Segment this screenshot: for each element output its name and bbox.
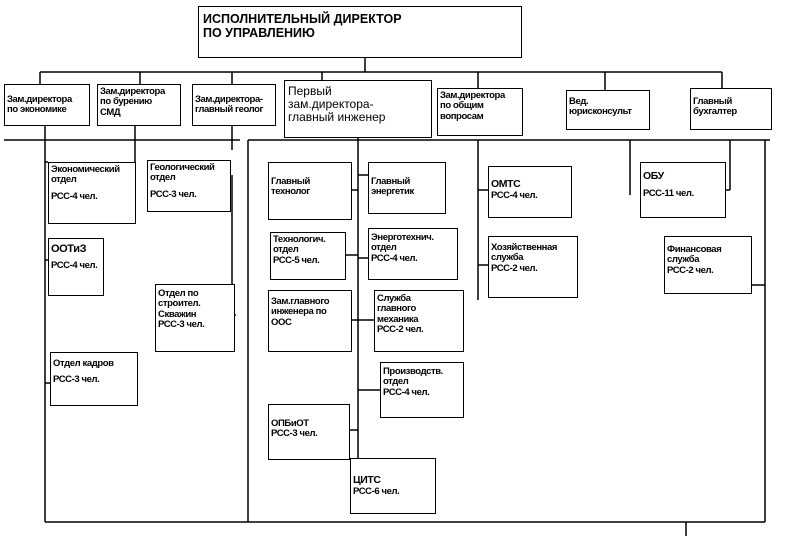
box-dep-econ-line-1: Зам.директора: [7, 94, 72, 105]
box-chief-tech-line-1: Главный: [271, 176, 310, 187]
box-wells: Отдел по строител. Скважин РСС-3 чел.: [155, 284, 235, 352]
box-mechanic-line-2: главного: [377, 303, 416, 315]
box-energy-dept-line-2: отдел: [371, 242, 397, 254]
box-dep-general: Зам.директора по общим вопросам: [437, 88, 523, 136]
box-ootiz: ООТиЗ РСС-4 чел.: [48, 238, 104, 296]
box-dep-drill-line-1: Зам.директора: [100, 86, 165, 97]
box-omts-line-1: ОМТС: [491, 178, 521, 190]
box-household-line-2: служба: [491, 252, 524, 264]
box-obu: ОБУ РСС-11 чел.: [640, 162, 726, 218]
box-obu-line-2: РСС-11 чел.: [643, 187, 694, 199]
box-first-dep-line-2: зам.директора-: [288, 97, 374, 112]
box-prod-dept: Производств. отдел РСС-4 чел.: [380, 362, 464, 418]
box-hr-line-1: Отдел кадров: [53, 358, 114, 369]
box-deputy-ooc-line-2: инженера по: [271, 306, 327, 318]
box-mechanic: Служба главного механика РСС-2 чел.: [374, 290, 464, 352]
box-opbiot-line-2: РСС-3 чел.: [271, 428, 318, 440]
box-econ-dept-line-3: РСС-4 чел.: [51, 190, 98, 202]
box-finance: Финансовая служба РСС-2 чел.: [664, 236, 752, 294]
box-dep-general-line-1: Зам.директора: [440, 90, 505, 101]
box-first-dep-line-1: Первый: [288, 84, 332, 98]
box-cits-line-2: РСС-6 чел.: [353, 485, 400, 497]
box-prod-dept-line-1: Производств.: [383, 366, 443, 377]
box-chief-energy: Главный энергетик: [368, 162, 446, 214]
box-household: Хозяйственная служба РСС-2 чел.: [488, 236, 578, 298]
box-chief-energy-line-2: энергетик: [371, 186, 414, 198]
box-mechanic-line-1: Служба: [377, 293, 411, 304]
box-hr: Отдел кадров РСС-3 чел.: [50, 352, 138, 406]
box-first-dep-line-3: главный инженер: [288, 110, 386, 125]
box-ceo: ИСПОЛНИТЕЛЬНЫЙ ДИРЕКТОР ПО УПРАВЛЕНИЮ: [198, 6, 522, 58]
box-dep-geo-line-1: Зам.директора-: [195, 94, 263, 105]
box-tech-dept-line-1: Технологич.: [273, 234, 326, 245]
box-deputy-ooc: Зам.главного инженера по ООС: [268, 290, 352, 352]
box-finance-line-3: РСС-2 чел.: [667, 264, 714, 276]
box-econ-dept: Экономический отдел РСС-4 чел.: [48, 162, 136, 224]
box-wells-line-2: строител.: [158, 298, 201, 310]
box-legal-line-1: Вед.: [569, 96, 589, 107]
box-dep-general-line-3: вопросам: [440, 110, 484, 122]
box-econ-dept-line-1: Экономический: [51, 164, 120, 175]
box-mechanic-line-4: РСС-2 чел.: [377, 324, 424, 336]
box-dep-drill-line-2: по бурению: [100, 96, 152, 108]
box-wells-line-1: Отдел по: [158, 288, 199, 299]
box-dep-econ: Зам.директора по экономике: [4, 84, 90, 126]
box-energy-dept-line-1: Энерготехнич.: [371, 232, 434, 243]
box-prod-dept-line-3: РСС-4 чел.: [383, 386, 430, 398]
box-omts-line-2: РСС-4 чел.: [491, 189, 538, 201]
box-geo-dept: Геологический отдел РСС-3 чел.: [147, 160, 231, 212]
box-cits-line-1: ЦИТС: [353, 474, 381, 486]
box-energy-dept-line-3: РСС-4 чел.: [371, 252, 418, 264]
box-energy-dept: Энерготехнич. отдел РСС-4 чел.: [368, 228, 458, 280]
box-legal-line-2: юрисконсульт: [569, 106, 632, 118]
box-accountant: Главный бухгалтер: [690, 88, 772, 130]
box-ceo-line-1: ИСПОЛНИТЕЛЬНЫЙ ДИРЕКТОР: [203, 12, 402, 26]
box-tech-dept-line-2: отдел: [273, 244, 299, 256]
box-mechanic-line-3: механика: [377, 313, 419, 325]
box-obu-line-1: ОБУ: [643, 170, 664, 182]
box-dep-drill: Зам.директора по бурению СМД: [97, 84, 181, 126]
box-tech-dept-line-3: РСС-5 чел.: [273, 254, 320, 266]
box-dep-geo: Зам.директора- главный геолог: [192, 84, 276, 126]
box-chief-energy-line-1: Главный: [371, 176, 410, 187]
box-opbiot-line-1: ОПБиОТ: [271, 418, 309, 429]
box-dep-general-line-2: по общим: [440, 100, 484, 112]
box-ootiz-line-1: ООТиЗ: [51, 243, 87, 255]
box-accountant-line-1: Главный: [693, 96, 732, 107]
box-geo-dept-line-1: Геологический: [150, 162, 215, 173]
box-prod-dept-line-2: отдел: [383, 376, 409, 388]
box-dep-econ-line-2: по экономике: [7, 104, 67, 116]
box-cits: ЦИТС РСС-6 чел.: [350, 458, 436, 514]
box-finance-line-2: служба: [667, 254, 700, 266]
box-dep-geo-line-2: главный геолог: [195, 104, 264, 116]
box-geo-dept-line-2: отдел: [150, 172, 176, 184]
box-dep-drill-line-3: СМД: [100, 106, 121, 118]
box-wells-line-3: Скважин: [158, 308, 197, 320]
box-econ-dept-line-2: отдел: [51, 174, 77, 186]
box-chief-tech-line-2: технолог: [271, 186, 310, 198]
box-tech-dept: Технологич. отдел РСС-5 чел.: [270, 232, 346, 280]
box-legal: Вед. юрисконсульт: [566, 90, 650, 130]
box-finance-line-1: Финансовая: [667, 244, 722, 255]
box-household-line-1: Хозяйственная: [491, 242, 558, 253]
box-ootiz-line-2: РСС-4 чел.: [51, 260, 98, 272]
box-hr-line-2: РСС-3 чел.: [53, 374, 100, 386]
box-geo-dept-line-3: РСС-3 чел.: [150, 188, 197, 200]
box-household-line-3: РСС-2 чел.: [491, 262, 538, 274]
box-omts: ОМТС РСС-4 чел.: [488, 166, 572, 218]
box-deputy-ooc-line-1: Зам.главного: [271, 296, 330, 307]
box-opbiot: ОПБиОТ РСС-3 чел.: [268, 404, 350, 460]
box-first-dep: Первый зам.директора- главный инженер: [284, 80, 432, 138]
box-deputy-ooc-line-3: ООС: [271, 316, 292, 328]
box-ceo-line-2: ПО УПРАВЛЕНИЮ: [203, 25, 315, 40]
box-accountant-line-2: бухгалтер: [693, 106, 737, 118]
box-wells-line-4: РСС-3 чел.: [158, 319, 205, 331]
box-chief-tech: Главный технолог: [268, 162, 352, 220]
